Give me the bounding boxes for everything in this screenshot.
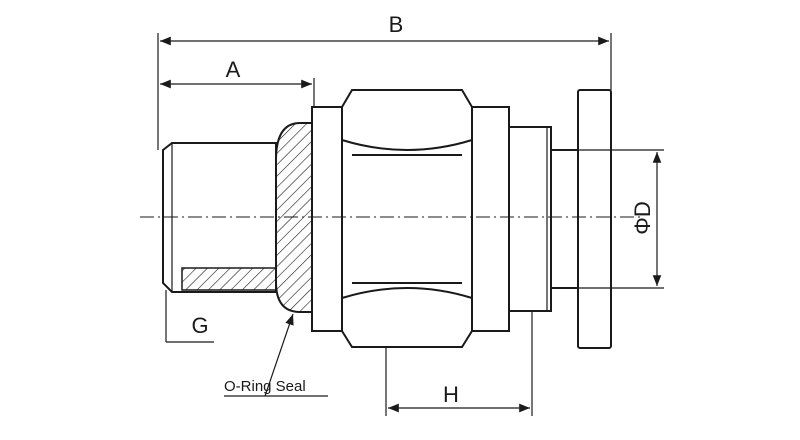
left-collar <box>311 106 343 332</box>
dimension-g <box>165 290 214 343</box>
pipe-section <box>550 149 579 289</box>
dimension-d <box>578 149 664 289</box>
dimension-h <box>385 311 533 416</box>
seal-label: O-Ring Seal <box>224 378 306 395</box>
dimension-d-label: ΦD <box>630 201 655 234</box>
dimension-h-label: H <box>443 382 459 407</box>
hex-nut <box>341 89 473 348</box>
dimension-a <box>160 78 315 107</box>
dimension-b-label: B <box>389 12 404 37</box>
dimension-b <box>157 33 612 150</box>
body-sleeve <box>508 126 552 312</box>
right-collar <box>471 106 510 332</box>
flange <box>577 89 612 349</box>
seal-leader <box>224 313 328 397</box>
dimension-g-label: G <box>191 313 208 338</box>
dimension-a-label: A <box>226 57 241 82</box>
